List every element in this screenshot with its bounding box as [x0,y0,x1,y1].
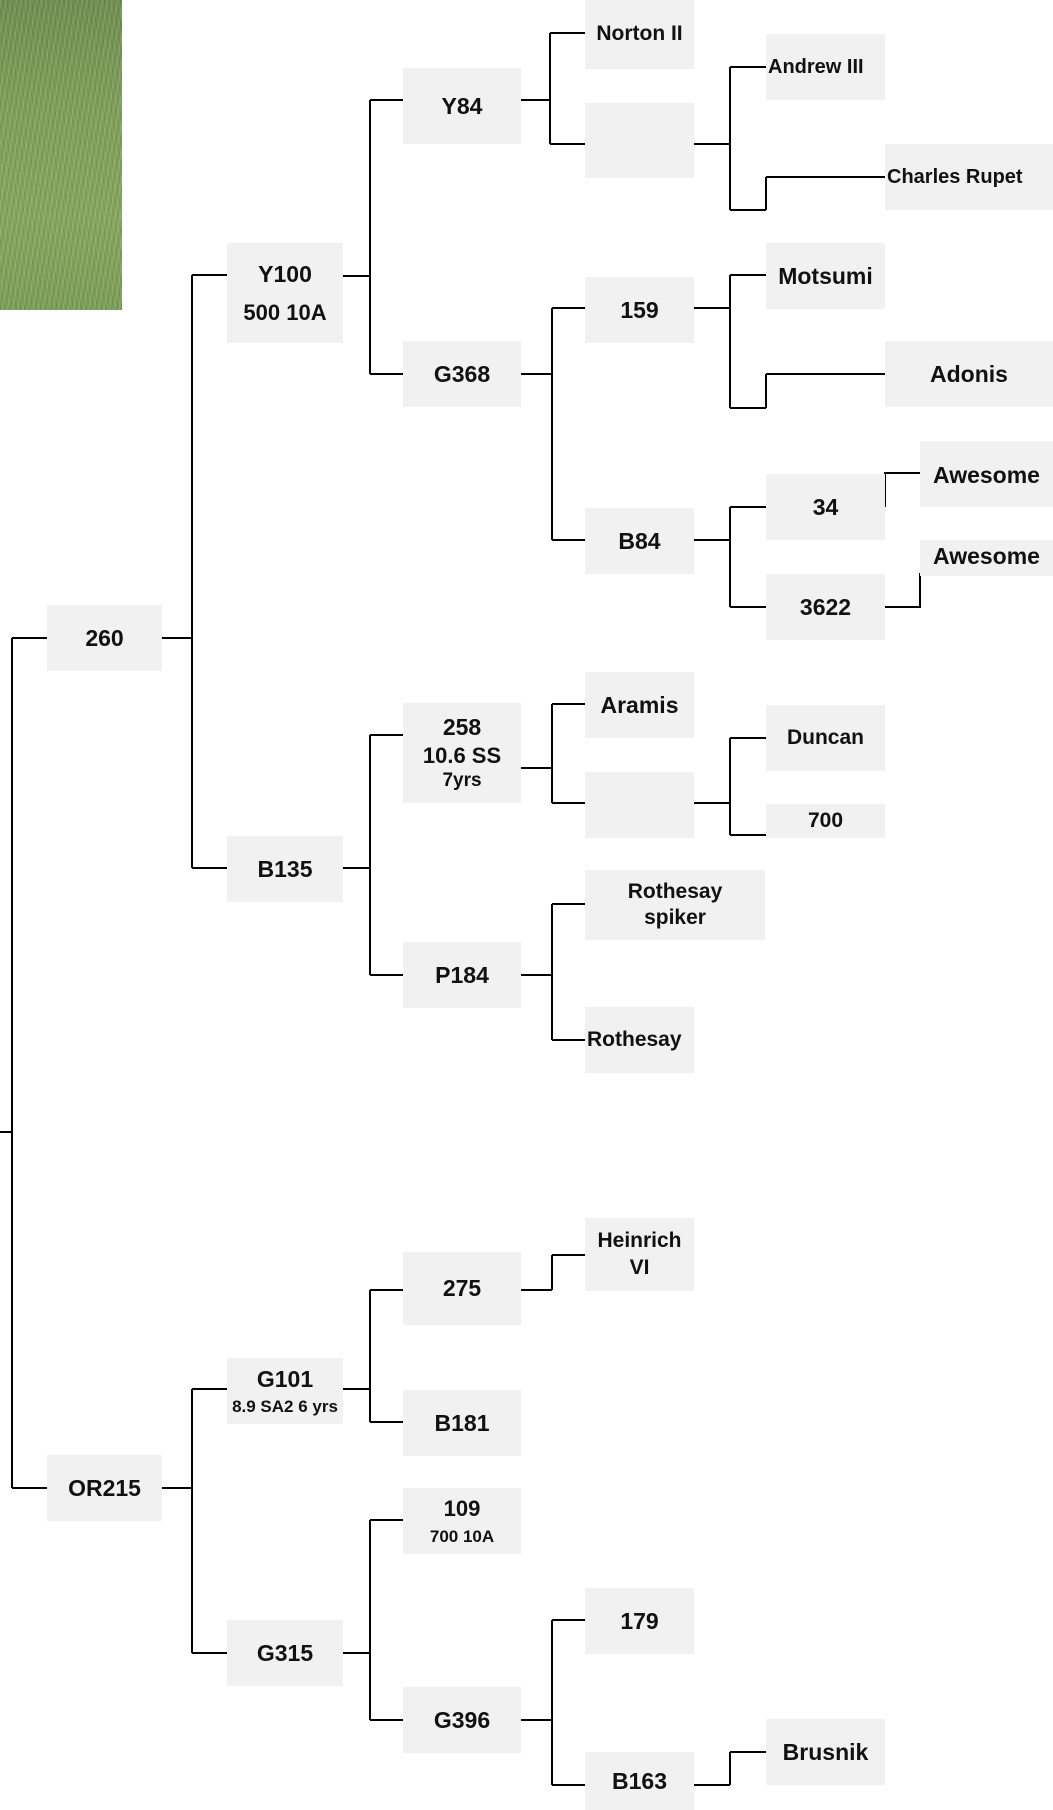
node-34-label: 34 [812,493,839,520]
node-rothesay-spiker: Rothesay spiker [585,870,765,940]
node-or215-label: OR215 [68,1474,141,1501]
node-norton-ii: Norton II [585,0,694,69]
node-awesome-a-label: Awesome [933,462,1040,488]
node-3622: 3622 [766,574,885,640]
node-duncan: Duncan [766,705,885,771]
node-258-label: 258 [442,714,482,740]
node-g101-label: G101 [256,1366,314,1392]
node-159: 159 [585,277,694,343]
node-179: 179 [585,1588,694,1654]
node-p184: P184 [403,942,521,1008]
node-260: 260 [47,605,162,671]
node-charles-rupet: Charles Rupet [885,144,1053,210]
node-b135-label: B135 [257,855,313,882]
node-p184-label: P184 [435,961,489,988]
node-258-note2: 7yrs [442,770,482,792]
node-y100-note: 500 10A [243,299,327,325]
node-275-label: 275 [442,1275,482,1302]
node-heinrich-vi-line1: Heinrich [597,1229,682,1253]
node-b135: B135 [227,836,343,902]
node-y100: Y100 500 10A [227,243,343,343]
node-g396: G396 [403,1687,521,1753]
node-258-note1: 10.6 SS [422,742,502,768]
node-700-label: 700 [807,808,844,832]
node-109-note: 700 10A [429,1527,495,1547]
node-awesome-b: Awesome [920,540,1053,576]
node-rothesay-spiker-line2: spiker [644,906,706,929]
node-179-label: 179 [620,1607,659,1634]
node-heinrich-vi: Heinrich VI [585,1218,694,1291]
node-duncan-label: Duncan [786,725,864,749]
node-3622-label: 3622 [799,593,852,620]
node-aramis: Aramis [585,672,694,738]
node-adonis-label: Adonis [930,360,1008,387]
node-159-label: 159 [620,296,659,323]
node-heinrich-vi-line2: VI [629,1255,650,1279]
node-rothesay: Rothesay [585,1007,694,1073]
pasture-photo [0,0,122,310]
node-aramis-label: Aramis [600,691,679,718]
node-g101-note: 8.9 SA2 6 yrs [232,1396,338,1416]
node-or215: OR215 [47,1455,162,1521]
node-g368: G368 [403,341,521,407]
node-y100-label: Y100 [258,260,312,287]
node-rothesay-label: Rothesay [587,1027,682,1051]
node-brusnik-label: Brusnik [782,1738,869,1765]
node-258-dam-blank [585,772,694,838]
node-charles-rupet-label: Charles Rupet [887,165,1023,188]
node-b163-label: B163 [612,1767,667,1794]
node-b84: B84 [585,508,694,574]
node-109-label: 109 [443,1495,481,1521]
node-b181: B181 [403,1390,521,1456]
node-g396-label: G396 [433,1706,491,1733]
node-258: 258 10.6 SS 7yrs [403,703,521,803]
node-34: 34 [766,474,885,540]
node-109: 109 700 10A [403,1488,521,1554]
node-y84: Y84 [403,68,521,144]
node-g101: G101 8.9 SA2 6 yrs [227,1358,343,1424]
node-g368-label: G368 [433,360,491,387]
node-adonis: Adonis [885,341,1053,407]
node-g315: G315 [227,1620,343,1686]
node-motsumi: Motsumi [766,243,885,309]
node-275: 275 [403,1252,521,1325]
node-b163: B163 [585,1752,694,1810]
node-awesome-a: Awesome [920,441,1053,507]
node-andrew-iii-label: Andrew III [768,55,864,78]
node-rothesay-spiker-line1: Rothesay [627,879,723,903]
node-b181-label: B181 [434,1409,490,1436]
node-g315-label: G315 [256,1639,314,1666]
node-260-label: 260 [85,624,124,651]
node-norton-ii-label: Norton II [596,22,683,46]
node-y84-label: Y84 [441,92,483,119]
node-awesome-b-label: Awesome [933,543,1040,569]
node-y84-dam-blank [585,103,694,178]
node-brusnik: Brusnik [766,1719,885,1785]
node-andrew-iii: Andrew III [766,34,885,100]
node-motsumi-label: Motsumi [778,262,873,289]
node-b84-label: B84 [618,527,661,554]
node-700: 700 [766,804,885,838]
